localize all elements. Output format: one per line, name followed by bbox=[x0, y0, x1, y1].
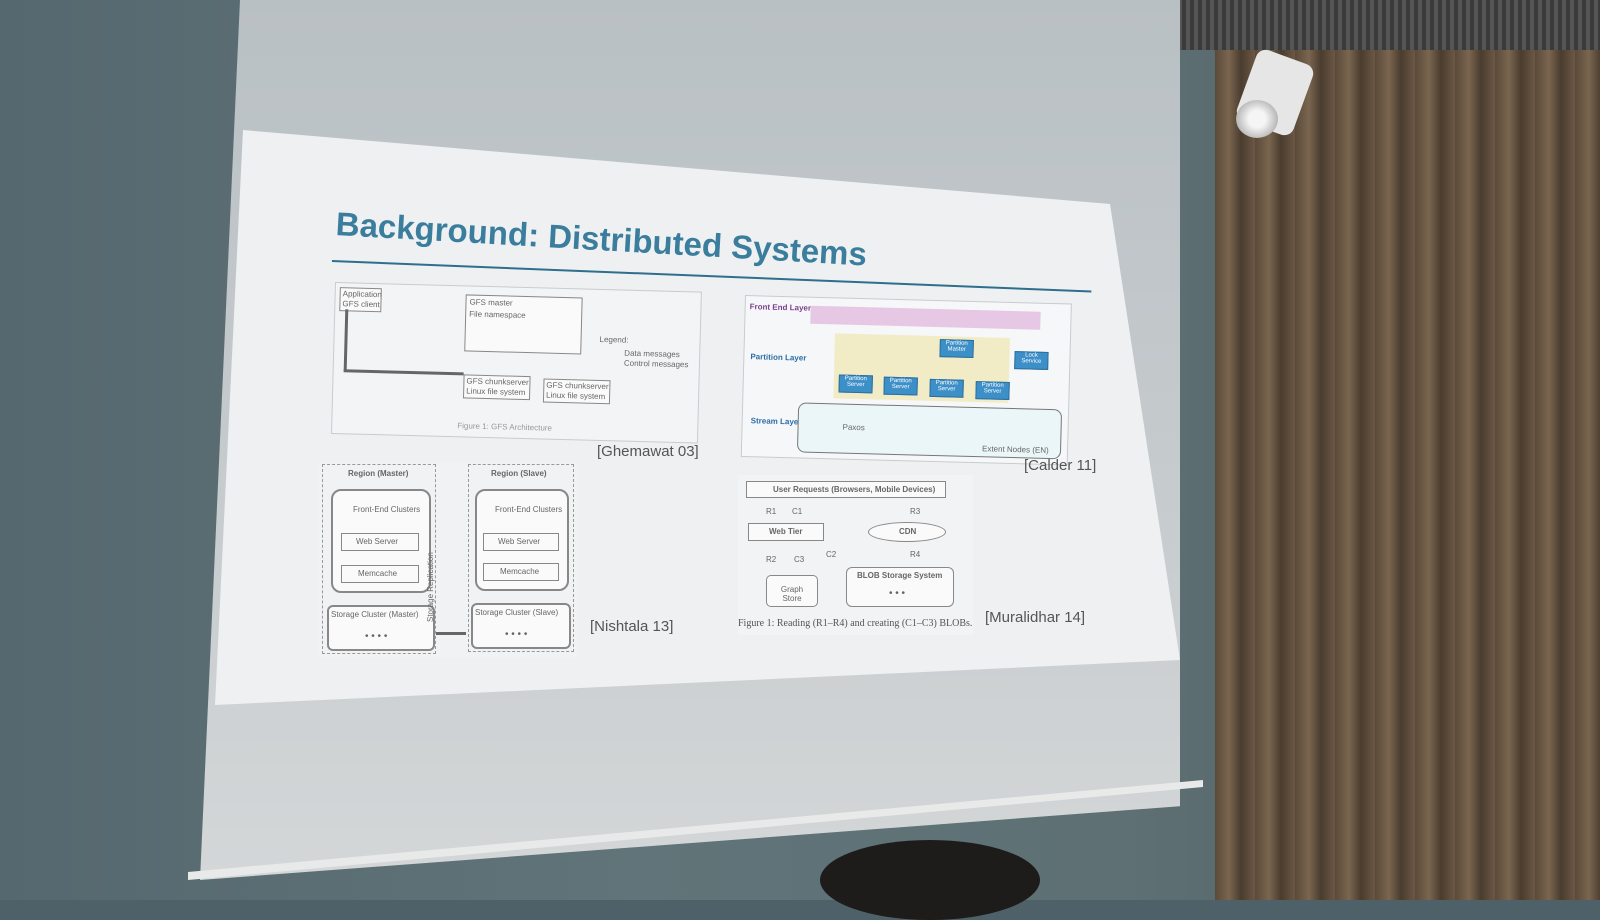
slave-storage-cluster: Storage Cluster (Slave) • • • • bbox=[471, 603, 571, 649]
audience-head bbox=[820, 840, 1040, 920]
gfs-legend-control: Control messages bbox=[623, 358, 689, 370]
blob-caption: Figure 1: Reading (R1–R4) and creating (… bbox=[738, 618, 973, 629]
blob-user-requests-label: User Requests (Browsers, Mobile Devices) bbox=[773, 485, 936, 494]
region-slave-label: Region (Slave) bbox=[491, 469, 547, 478]
master-storage-dots: • • • • bbox=[365, 631, 388, 642]
gfs-chunkserver-1: GFS chunkserver Linux file system bbox=[462, 374, 531, 401]
azure-front-end-band bbox=[810, 305, 1041, 330]
storage-replication-label: Storage Replication bbox=[426, 552, 435, 622]
memcache-region-master: Region (Master) Front-End Clusters Web S… bbox=[322, 464, 436, 654]
gfs-application-label: Application bbox=[342, 289, 382, 300]
azure-stream-layer-label: Stream Layer bbox=[750, 416, 802, 427]
slave-storage-label: Storage Cluster (Slave) bbox=[475, 608, 559, 617]
figure-blob-storage: User Requests (Browsers, Mobile Devices)… bbox=[738, 475, 973, 635]
azure-partition-server-1: Partition Server bbox=[838, 374, 873, 394]
azure-front-end-label: Front End Layer bbox=[749, 302, 812, 313]
blob-r2: R2 bbox=[766, 555, 777, 564]
master-memcache-label: Memcache bbox=[358, 569, 398, 578]
citation-muralidhar: [Muralidhar 14] bbox=[985, 609, 1086, 626]
citation-ghemawat: [Ghemawat 03] bbox=[597, 443, 699, 460]
blob-storage-system: BLOB Storage System • • • bbox=[846, 567, 954, 607]
blob-storage-system-label: BLOB Storage System bbox=[857, 571, 943, 580]
master-memcache: Memcache bbox=[341, 565, 419, 583]
gfs-linuxfs-1-label: Linux file system bbox=[466, 386, 526, 398]
gfs-master-box: GFS master File namespace bbox=[464, 294, 583, 355]
blob-r1: R1 bbox=[766, 507, 777, 516]
slave-memcache: Memcache bbox=[483, 563, 559, 581]
blob-c2: C2 bbox=[826, 550, 837, 559]
master-front-end-clusters: Front-End Clusters Web Server Memcache bbox=[331, 489, 431, 593]
gfs-chunkserver-2: GFS chunkserver Linux file system bbox=[542, 378, 611, 405]
azure-paxos-label: Paxos bbox=[842, 422, 865, 433]
azure-partition-layer-label: Partition Layer bbox=[750, 352, 807, 363]
gfs-connector-line bbox=[343, 309, 349, 372]
gfs-legend: Legend: bbox=[599, 334, 629, 345]
citation-calder: [Calder 11] bbox=[1024, 457, 1097, 474]
ceiling-grille bbox=[1110, 0, 1600, 50]
slave-web-server-label: Web Server bbox=[498, 537, 541, 546]
gfs-legend-data: Data messages bbox=[624, 348, 680, 360]
blob-graph-store-label: Graph Store bbox=[780, 585, 804, 603]
master-storage-label: Storage Cluster (Master) bbox=[331, 610, 419, 619]
storage-replication-arrow bbox=[436, 632, 466, 635]
gfs-namespace-label: File namespace bbox=[469, 309, 526, 321]
blob-c1: C1 bbox=[792, 507, 803, 516]
blob-cdn: CDN bbox=[868, 522, 946, 542]
region-master-label: Region (Master) bbox=[348, 469, 409, 478]
spotlight-5-lens bbox=[1236, 100, 1278, 138]
gfs-caption: Figure 1: GFS Architecture bbox=[457, 421, 553, 433]
gfs-linuxfs-2-label: Linux file system bbox=[545, 390, 606, 402]
blob-web-tier-label: Web Tier bbox=[769, 527, 803, 536]
master-web-server-label: Web Server bbox=[356, 537, 399, 546]
slave-memcache-label: Memcache bbox=[500, 567, 540, 576]
blob-user-requests: User Requests (Browsers, Mobile Devices) bbox=[746, 481, 946, 498]
memcache-region-slave: Region (Slave) Front-End Clusters Web Se… bbox=[468, 464, 574, 652]
citation-nishtala: [Nishtala 13] bbox=[590, 618, 674, 635]
gfs-chunkserver-2-label: GFS chunkserver bbox=[546, 380, 609, 392]
blob-r3: R3 bbox=[910, 507, 921, 516]
blob-cdn-label: CDN bbox=[899, 527, 917, 536]
slave-fe-label: Front-End Clusters bbox=[495, 505, 563, 514]
gfs-master-label: GFS master bbox=[469, 297, 513, 308]
azure-partition-server-3: Partition Server bbox=[929, 378, 964, 398]
blob-web-tier: Web Tier bbox=[748, 523, 824, 541]
slave-front-end-clusters: Front-End Clusters Web Server Memcache bbox=[475, 489, 569, 591]
slave-storage-dots: • • • • bbox=[505, 629, 528, 640]
master-storage-cluster: Storage Cluster (Master) • • • • bbox=[327, 605, 435, 651]
slave-web-server: Web Server bbox=[483, 533, 559, 551]
blob-c3: C3 bbox=[794, 555, 805, 564]
figure-memcache-regions: Region (Master) Front-End Clusters Web S… bbox=[318, 462, 578, 657]
gfs-connector-line-2 bbox=[343, 369, 464, 376]
figure-gfs: Application GFS client GFS master File n… bbox=[331, 282, 702, 444]
curtain bbox=[1215, 40, 1600, 900]
master-fe-label: Front-End Clusters bbox=[353, 505, 421, 514]
azure-partition-master: Partition Master bbox=[939, 339, 974, 359]
blob-graph-store: Graph Store bbox=[766, 575, 818, 607]
blob-r4: R4 bbox=[910, 550, 921, 559]
azure-lock-service: Lock Service bbox=[1014, 351, 1049, 370]
blob-storage-dots: • • • bbox=[889, 588, 906, 599]
master-web-server: Web Server bbox=[341, 533, 419, 551]
azure-extent-nodes-label: Extent Nodes (EN) bbox=[981, 444, 1049, 456]
gfs-chunkserver-1-label: GFS chunkserver bbox=[466, 376, 529, 388]
gfs-client-label: GFS client bbox=[342, 299, 380, 310]
figure-azure-storage: Front End Layer Partition Layer Partitio… bbox=[740, 295, 1072, 466]
azure-partition-server-2: Partition Server bbox=[883, 376, 918, 396]
azure-partition-server-4: Partition Server bbox=[975, 381, 1010, 400]
